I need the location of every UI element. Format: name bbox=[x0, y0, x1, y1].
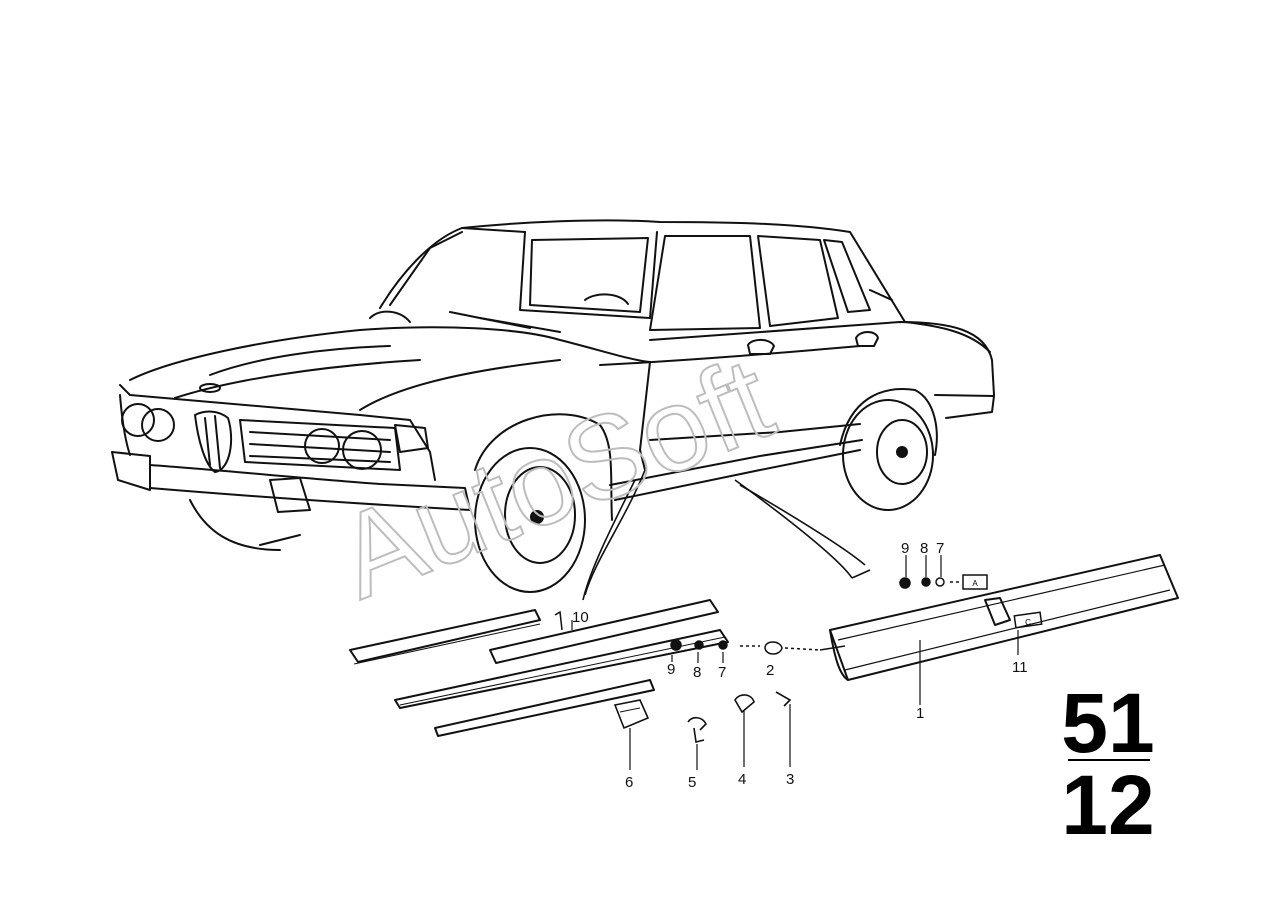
trim-strips-left bbox=[349, 599, 729, 737]
fasteners-left bbox=[554, 610, 821, 655]
callout-leaders bbox=[571, 555, 1019, 770]
group-number: 51 12 bbox=[1061, 676, 1154, 852]
nut-9b bbox=[899, 577, 911, 589]
callout-5: 5 bbox=[688, 774, 696, 791]
tag-c: C bbox=[1025, 618, 1031, 627]
callout-1: 1 bbox=[916, 705, 924, 722]
callout-9b: 9 bbox=[901, 540, 909, 557]
screw-3 bbox=[775, 691, 792, 707]
trim-strip-middle bbox=[489, 599, 719, 664]
leader-lines bbox=[582, 469, 871, 601]
callout-11: 11 bbox=[1012, 659, 1028, 676]
callout-10: 10 bbox=[572, 609, 589, 626]
bracket-6 bbox=[613, 699, 650, 730]
callout-9: 9 bbox=[667, 661, 675, 678]
trim-strip-lower bbox=[394, 629, 729, 709]
fasteners-right bbox=[899, 574, 1043, 629]
clip-7 bbox=[718, 640, 728, 650]
callout-7: 7 bbox=[718, 664, 726, 681]
washer-8 bbox=[694, 640, 704, 650]
nut-9 bbox=[670, 639, 682, 651]
car-illustration bbox=[111, 219, 995, 593]
callout-2: 2 bbox=[766, 662, 774, 679]
sill-panel bbox=[829, 554, 1179, 681]
trim-strip-upper bbox=[349, 609, 541, 663]
sill-panel-right bbox=[819, 554, 1179, 681]
callout-7b: 7 bbox=[936, 540, 944, 557]
grommet-2 bbox=[764, 641, 783, 655]
clip-5 bbox=[687, 716, 707, 731]
callout-4: 4 bbox=[738, 771, 746, 788]
group-number-bottom: 12 bbox=[1061, 758, 1154, 852]
clip-4 bbox=[734, 694, 755, 714]
small-parts-bottom bbox=[613, 691, 792, 743]
group-number-top: 51 bbox=[1061, 676, 1154, 770]
clip-7b bbox=[935, 577, 945, 587]
trim-strip-bottom bbox=[434, 679, 655, 737]
bracket-a bbox=[962, 574, 988, 590]
callout-8b: 8 bbox=[920, 540, 928, 557]
callout-8: 8 bbox=[693, 664, 701, 681]
callout-6: 6 bbox=[625, 774, 633, 791]
cap-c bbox=[1013, 611, 1043, 629]
tag-a: A bbox=[972, 579, 978, 588]
washer-8b bbox=[921, 577, 931, 587]
callout-labels: 10 9 8 7 9 8 7 2 1 11 6 5 4 3 bbox=[572, 540, 1028, 791]
callout-3: 3 bbox=[786, 771, 794, 788]
watermark-text: AutoSoft bbox=[320, 332, 789, 624]
